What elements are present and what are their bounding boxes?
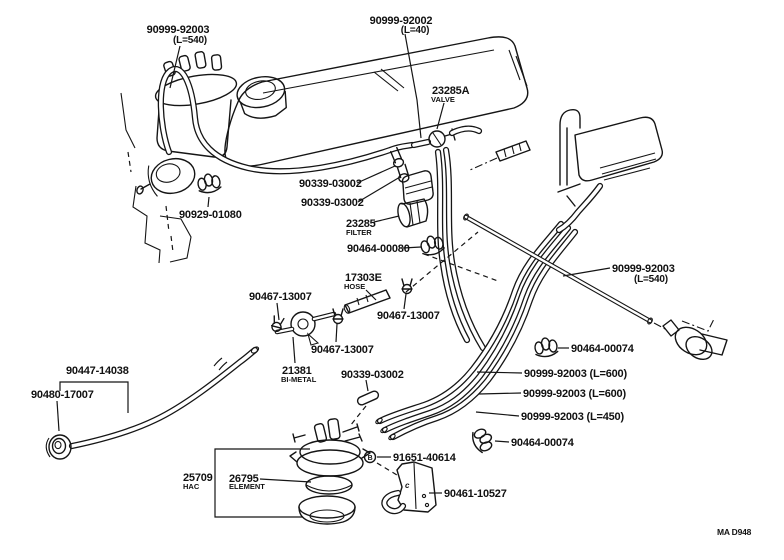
label-90999-92003-l600-a[interactable]: 90999-92003 (L=600) [524,368,628,380]
svg-text:VALVE: VALVE [431,95,455,104]
leader-lines [56,33,611,518]
hose-bundle-drawing [375,146,579,441]
clamp-90464-00074-lower-drawing [471,428,493,454]
label-90464-00074-lower[interactable]: 90464-00074 [511,437,575,449]
svg-text:(L=540): (L=540) [634,274,668,285]
svg-text:90467-13007: 90467-13007 [377,310,440,322]
grommet-drawing [45,434,72,460]
bracket-drawing: c [381,461,437,515]
clip-90467-a [270,315,285,333]
distributor-drawing [136,51,238,197]
svg-text:(L=40): (L=40) [401,25,430,36]
svg-text:23285: 23285 [346,218,376,230]
hose-distributor-to-valve [157,66,416,175]
bolt-symbol: B [363,450,398,476]
hac-valve-drawing [289,418,371,525]
svg-text:(L=540): (L=540) [173,35,207,46]
part-labels: 90999-92003 (L=540) 90999-92002 (L=40) 2… [31,15,675,500]
canister-drawing [469,108,664,234]
svg-text:25709: 25709 [183,472,213,484]
label-90339-03002-lower[interactable]: 90339-03002 [301,197,364,209]
valve-cover-drawing [224,36,529,167]
clip-prongs-upper [390,146,405,168]
svg-text:ELEMENT: ELEMENT [229,482,265,491]
bimetal-valve-drawing [274,311,337,346]
label-17303e-hose[interactable]: 17303E HOSE [344,272,382,291]
svg-text:26795: 26795 [229,473,259,485]
svg-text:90999-92003 (L=600): 90999-92003 (L=600) [524,368,627,380]
svg-text:21381: 21381 [282,365,312,377]
oil-cap-drawing [236,75,287,119]
label-90999-92003-l450[interactable]: 90999-92003 (L=450) [521,411,625,423]
striped-pipe-drawing [469,140,531,171]
bolt-symbol-letter: B [368,455,373,462]
svg-text:90999-92003: 90999-92003 [612,263,675,275]
label-90467-13007-mid[interactable]: 90467-13007 [311,344,374,356]
svg-text:90929-01080: 90929-01080 [179,209,242,221]
svg-text:23285A: 23285A [432,85,470,97]
check-valve-drawing [410,125,483,149]
label-90999-92003-right[interactable]: 90999-92003 (L=540) [612,263,675,285]
bracket-mark: c [405,481,410,490]
label-90464-00074-upper[interactable]: 90464-00074 [571,343,635,355]
label-90464-00080[interactable]: 90464-00080 [347,243,410,255]
svg-text:90461-10527: 90461-10527 [444,488,507,500]
svg-text:90339-03002: 90339-03002 [301,197,364,209]
label-23285a-valve[interactable]: 23285A VALVE [431,85,470,104]
label-90999-92003-topleft[interactable]: 90999-92003 (L=540) [147,24,210,46]
hose-90447-drawing [68,346,260,450]
svg-text:90464-00080: 90464-00080 [347,243,410,255]
svg-text:90447-14038: 90447-14038 [66,365,129,377]
label-23285-filter[interactable]: 23285 FILTER [346,218,376,237]
svg-text:90999-92003 (L=600): 90999-92003 (L=600) [523,388,626,400]
label-90467-13007-right[interactable]: 90467-13007 [377,310,440,322]
svg-text:90999-92003: 90999-92003 [147,24,210,36]
svg-text:90467-13007: 90467-13007 [249,291,312,303]
label-26795-element[interactable]: 26795 ELEMENT [229,473,265,491]
label-90467-13007-left[interactable]: 90467-13007 [249,291,312,303]
label-90999-92002[interactable]: 90999-92002 (L=40) [370,15,433,36]
svg-text:HOSE: HOSE [344,282,365,291]
label-21381-bimetal[interactable]: 21381 BI-METAL [281,365,317,384]
svg-text:HAC: HAC [183,482,200,491]
clamp-90929-drawing [197,173,222,194]
svg-text:91651-40614: 91651-40614 [393,452,457,464]
svg-text:90467-13007: 90467-13007 [311,344,374,356]
clip-90467-b [332,308,344,325]
label-90929-01080[interactable]: 90929-01080 [179,209,242,221]
label-91651-40614[interactable]: 91651-40614 [393,452,457,464]
svg-text:90339-03002: 90339-03002 [341,369,404,381]
vacuum-switch-drawing [653,318,728,361]
label-25709-hac[interactable]: 25709 HAC [183,472,213,491]
svg-text:90464-00074: 90464-00074 [511,437,575,449]
clip-90467-c [401,278,413,295]
svg-text:90999-92003 (L=450): 90999-92003 (L=450) [521,411,624,423]
svg-text:90464-00074: 90464-00074 [571,343,635,355]
label-90339-03002-bottom[interactable]: 90339-03002 [341,369,404,381]
label-90447-14038[interactable]: 90447-14038 [66,365,129,377]
svg-text:90339-03002: 90339-03002 [299,178,362,190]
clip-prongs-lower [396,163,410,183]
label-90480-17007[interactable]: 90480-17007 [31,389,94,401]
hose-17303e-drawing [343,289,391,314]
svg-text:90999-92002: 90999-92002 [370,15,433,27]
svg-text:90480-17007: 90480-17007 [31,389,94,401]
label-90461-10527[interactable]: 90461-10527 [444,488,507,500]
clamp-90464-00074-upper-drawing [534,337,559,358]
routing-dashed-lines [405,231,499,293]
engine-block-sketch [120,92,192,264]
pipe-l540-drawing [463,213,653,325]
filter-stack-drawing [390,146,434,228]
svg-text:FILTER: FILTER [346,228,372,237]
label-90339-03002-upper[interactable]: 90339-03002 [299,178,362,190]
label-90999-92003-l600-b[interactable]: 90999-92003 (L=600) [523,388,627,400]
svg-text:17303E: 17303E [345,272,382,284]
clip-tag-drawing [349,390,380,427]
figure-code: MA D948 [717,527,752,537]
svg-text:BI-METAL: BI-METAL [281,375,317,384]
